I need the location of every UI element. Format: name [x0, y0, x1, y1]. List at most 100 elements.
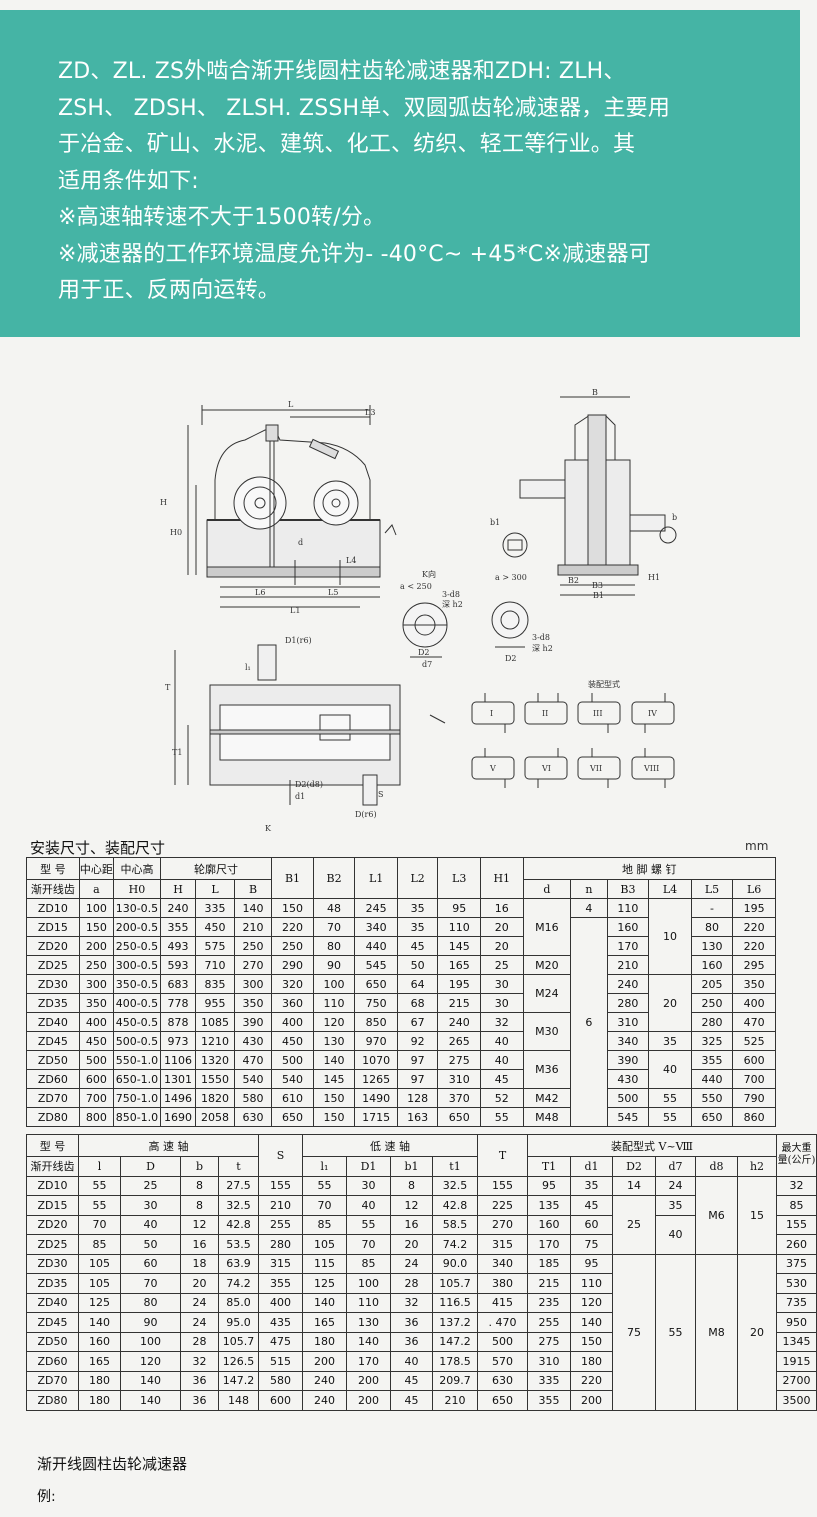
dim-label-B2: B2: [568, 576, 579, 585]
subheader-d: d: [522, 879, 572, 899]
cell-d: M16: [522, 898, 572, 956]
subheader-L5: L5: [690, 879, 734, 899]
cell-l5: 325: [690, 1031, 734, 1051]
cell-l5: 160: [690, 955, 734, 975]
cell-s: 155: [258, 1175, 303, 1196]
cell-model: ZD50: [26, 1050, 80, 1070]
cell-T: 415: [477, 1292, 528, 1313]
cell-h1: 55: [479, 1107, 524, 1127]
cell-l5: 440: [690, 1069, 734, 1089]
cell-l3: 265: [437, 1031, 481, 1051]
cell-l: 1550: [195, 1069, 235, 1089]
cell-l5: 650: [690, 1107, 734, 1127]
cell-b: 210: [233, 917, 273, 937]
cell-t1: 178.5: [432, 1351, 478, 1372]
cell-b1: 150: [271, 898, 314, 918]
cell-d1: 110: [570, 1273, 613, 1294]
cell-l1: 115: [302, 1253, 347, 1274]
dim-label-B3: B3: [592, 581, 603, 590]
cell-b3: 110: [606, 898, 650, 918]
cell-max-weight: 735: [776, 1292, 817, 1313]
cell-l6: 790: [732, 1088, 776, 1108]
cell-b: 20: [180, 1273, 219, 1294]
cell-model: ZD60: [26, 1069, 80, 1089]
cell-l6: 400: [732, 993, 776, 1013]
cell-T: 570: [477, 1351, 528, 1372]
dim-label-l1: l₁: [245, 663, 251, 672]
dim-label-H: H: [160, 498, 167, 507]
cell-model: ZD80: [26, 1107, 80, 1127]
dim-label-L: L: [288, 400, 294, 409]
cell-b2: 150: [312, 1088, 356, 1108]
cell-l: 125: [78, 1292, 121, 1313]
cell-model: ZD10: [26, 898, 80, 918]
cell-l5: 80: [690, 917, 734, 937]
footer-title: 渐开线圆柱齿轮减速器: [37, 1455, 188, 1473]
cell-l2: 128: [396, 1088, 439, 1108]
cell-model: ZD60: [26, 1351, 79, 1372]
assembly-forms: [471, 693, 675, 788]
dim-label-b: b: [672, 513, 677, 522]
cell-l1: 140: [302, 1292, 347, 1313]
cell-b3: 160: [606, 917, 650, 937]
header-B2: B2: [312, 857, 356, 899]
cell-b: 28: [180, 1331, 219, 1352]
header-L1: L1: [354, 857, 398, 899]
cell-h: 878: [159, 1012, 197, 1032]
cell-max-weight: 32: [776, 1175, 817, 1196]
cell-b: 36: [180, 1390, 219, 1411]
form-label-1: I: [490, 709, 493, 718]
cell-b1: 610: [271, 1088, 314, 1108]
cell-model: ZD35: [26, 993, 80, 1013]
dim-label-D1r6: D1(r6): [285, 636, 312, 645]
cell-b1: 24: [390, 1253, 433, 1274]
cell-t: 95.0: [218, 1312, 259, 1333]
cell-b1: 250: [271, 936, 314, 956]
cell-t: 53.5: [218, 1234, 259, 1255]
cell-b1: 12: [390, 1195, 433, 1216]
cell-l1: 440: [354, 936, 398, 956]
cell-b1: 450: [271, 1031, 314, 1051]
cell-h0: 450-0.5: [113, 1012, 161, 1032]
cell-max-weight: 375: [776, 1253, 817, 1274]
cell-l3: 310: [437, 1069, 481, 1089]
cell-D1: 200: [346, 1370, 391, 1391]
cell-h0: 400-0.5: [113, 993, 161, 1013]
cell-b1: 650: [271, 1107, 314, 1127]
form-label-8: VIII: [643, 764, 659, 773]
cell-t: 27.5: [218, 1175, 259, 1196]
cell-model: ZD80: [26, 1390, 79, 1411]
cell-b1: 45: [390, 1370, 433, 1391]
cell-T1: 275: [527, 1331, 571, 1352]
unit-label: mm: [745, 839, 769, 853]
cell-l5: 205: [690, 974, 734, 994]
cell-l6: 220: [732, 936, 776, 956]
cell-model: ZD20: [26, 936, 80, 956]
cell-s: 280: [258, 1234, 303, 1255]
cell-l: 105: [78, 1253, 121, 1274]
cell-l1: 1265: [354, 1069, 398, 1089]
cell-l4: 20: [648, 974, 692, 1032]
cell-t: 74.2: [218, 1273, 259, 1294]
cell-D: 80: [120, 1292, 181, 1313]
cell-D1: 110: [346, 1292, 391, 1313]
subheader-L4: L4: [648, 879, 692, 899]
subheader-D: D: [120, 1156, 181, 1177]
cell-a: 150: [78, 917, 115, 937]
cell-l: 335: [195, 898, 235, 918]
cell-d1: 220: [570, 1370, 613, 1391]
cell-max-weight: 260: [776, 1234, 817, 1255]
cell-b3: 430: [606, 1069, 650, 1089]
dim-label-S: S: [378, 790, 383, 799]
dim-label-depth-h2: 深 h2: [442, 600, 463, 609]
cell-d: M24: [522, 974, 572, 1013]
cell-b3: 340: [606, 1031, 650, 1051]
front-view: [187, 405, 397, 608]
cell-l2: 68: [396, 993, 439, 1013]
cell-l1: 105: [302, 1234, 347, 1255]
cell-D: 90: [120, 1312, 181, 1333]
